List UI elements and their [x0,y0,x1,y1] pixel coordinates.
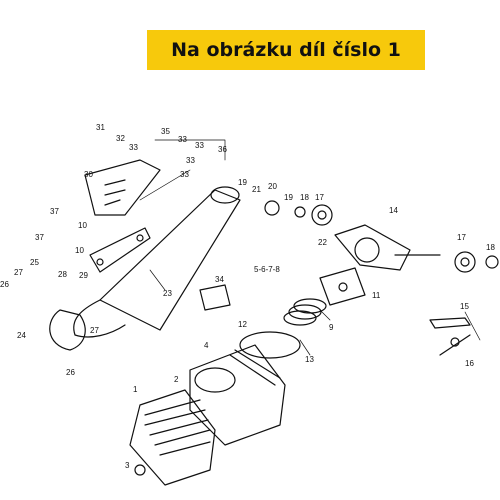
callout-28: 28 [58,270,67,279]
clip-drawing [199,284,231,311]
callout-19a: 19 [238,178,247,187]
callout-26a: 26 [0,280,9,289]
cylinder-head-drawing [129,389,216,486]
gasket-drawing [239,331,301,359]
callout-13: 13 [305,355,314,364]
callout-1: 1 [133,385,138,394]
callout-22: 22 [318,238,327,247]
callout-17a: 17 [315,193,324,202]
callout-2: 2 [174,375,179,384]
callout-24: 24 [17,331,26,340]
callout-18b: 18 [486,243,495,252]
callout-15: 15 [460,302,469,311]
callout-25: 25 [30,258,39,267]
callout-36: 36 [218,145,227,154]
callout-34: 34 [215,275,224,284]
callout-18a: 18 [300,193,309,202]
callout-33a: 33 [129,143,138,152]
piston-rings-drawing [283,298,327,326]
callout-12: 12 [238,320,247,329]
callout-5-6-7-8: 5-6-7-8 [254,265,280,274]
callout-30: 30 [84,170,93,179]
callout-10b: 10 [78,221,87,230]
callout-14: 14 [389,206,398,215]
connecting-rod-drawing [429,317,471,356]
callout-32: 32 [116,134,125,143]
callout-20: 20 [268,182,277,191]
callout-26b: 26 [66,368,75,377]
callout-27a: 27 [14,268,23,277]
callout-3: 3 [125,461,130,470]
callout-21: 21 [252,185,261,194]
callout-27b: 27 [90,326,99,335]
callout-11: 11 [372,291,381,300]
heat-shield-drawing [84,159,161,216]
callout-23: 23 [163,289,172,298]
callout-33c: 33 [195,141,204,150]
callout-10a: 10 [75,246,84,255]
callout-9: 9 [329,323,334,332]
leader-lines [139,139,481,356]
callout-37a: 37 [50,207,59,216]
cylinder-drawing [189,344,286,446]
title-banner: Na obrázku díl číslo 1 [147,30,425,70]
piston-drawing [319,267,366,306]
callout-19b: 19 [284,193,293,202]
callout-33d: 33 [186,156,195,165]
callout-labels: 1 2 3 4 5-6-7-8 9 10 10 11 12 13 14 15 1… [0,123,495,470]
callout-37b: 37 [35,233,44,242]
muffler-drawing [49,186,241,351]
callout-17b: 17 [457,233,466,242]
bearings-drawing [264,200,499,273]
exhaust-bracket-drawing [89,227,151,273]
callout-35: 35 [161,127,170,136]
callout-29: 29 [79,271,88,280]
title-text: Na obrázku díl číslo 1 [171,39,401,61]
callout-4: 4 [204,341,209,350]
callout-33b: 33 [178,135,187,144]
crankshaft-drawing [334,224,441,271]
callout-33e: 33 [180,170,189,179]
callout-31: 31 [96,123,105,132]
callout-16: 16 [465,359,474,368]
